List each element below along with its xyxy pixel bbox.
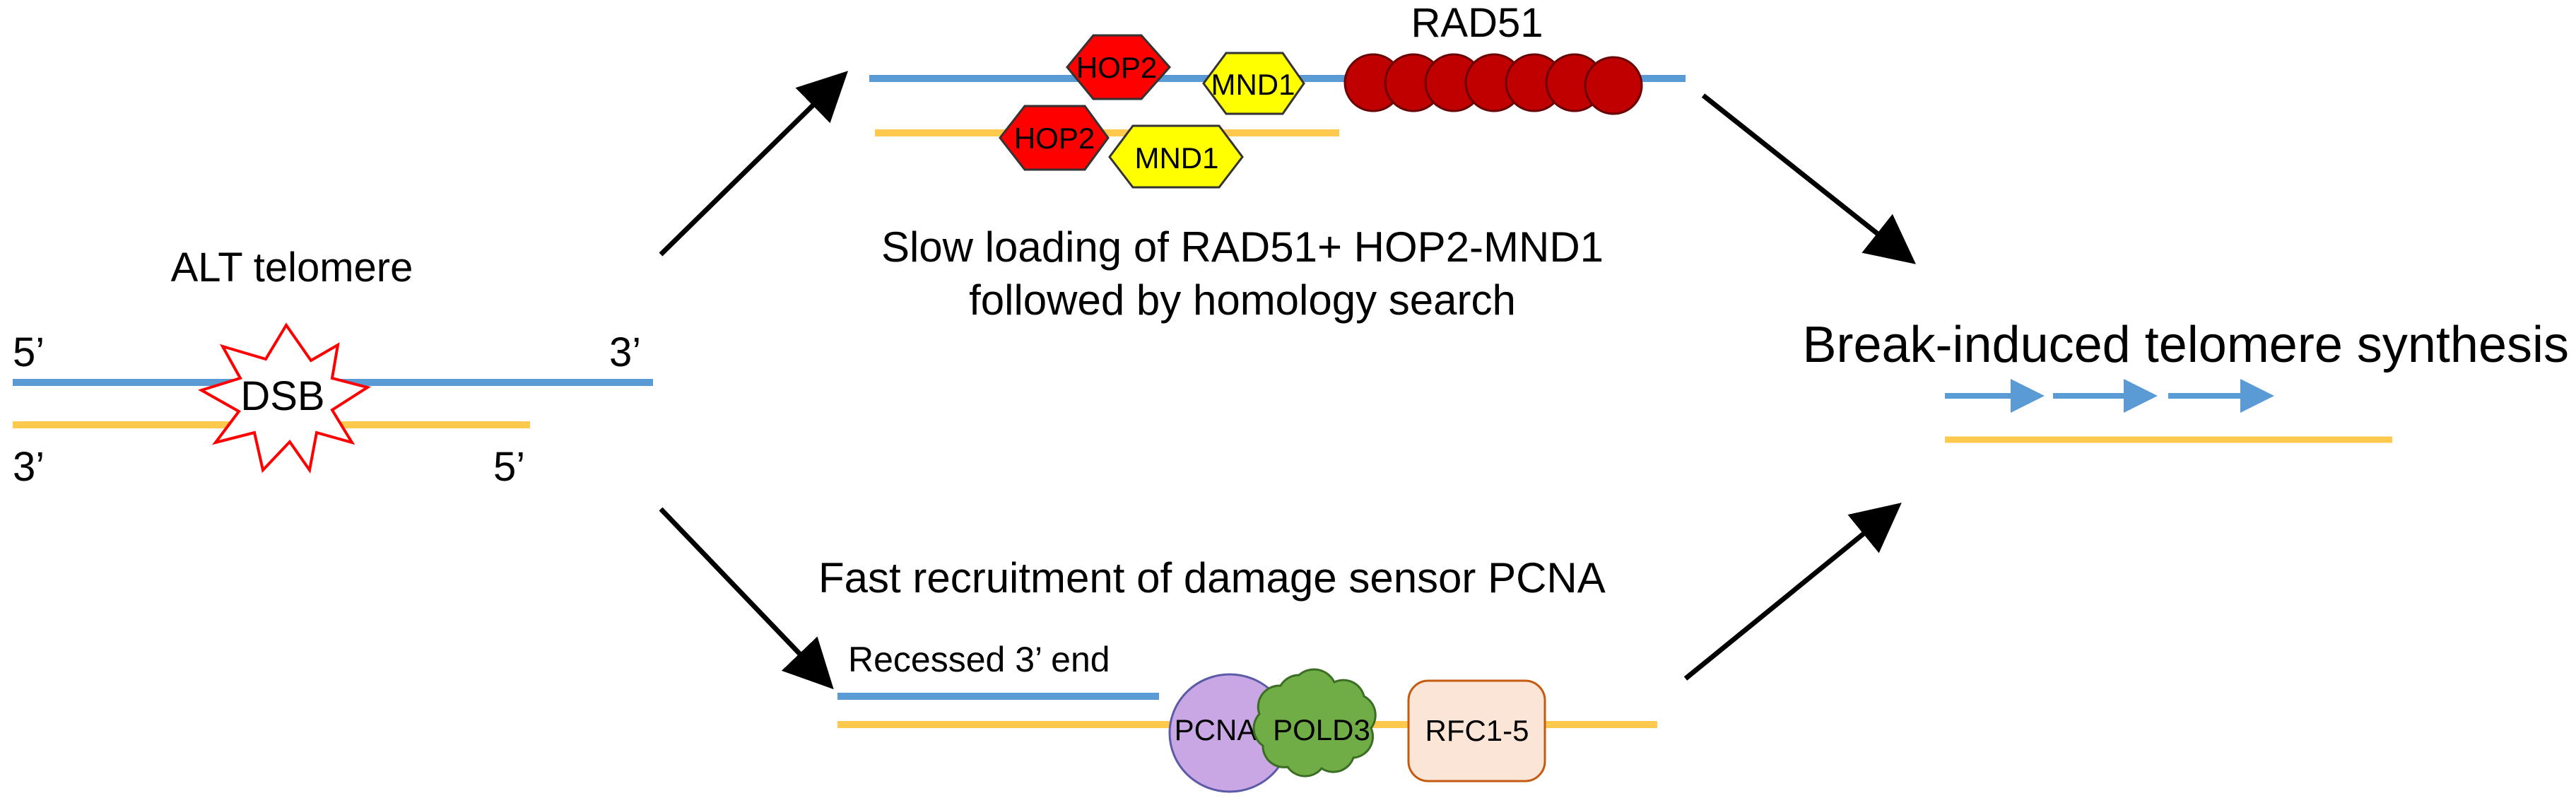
recessed-end-label: Recessed 3’ end — [848, 640, 1110, 679]
rad51-label: RAD51 — [1411, 0, 1543, 46]
label-5-bottom: 5’ — [493, 444, 525, 490]
top-path-caption-line2: followed by homology search — [969, 276, 1516, 324]
dsb-starburst — [197, 322, 371, 474]
label-3-bottom: 3’ — [13, 444, 45, 490]
rfc-label: RFC1-5 — [1425, 714, 1529, 747]
arrow-to-top-path — [659, 71, 848, 257]
hop2-top-label: HOP2 — [1076, 51, 1157, 84]
label-3-top: 3’ — [609, 329, 641, 375]
alt-telomere-title: ALT telomere — [171, 245, 413, 291]
top-path-group: RAD51 HOP2 MND1 HOP2 MND1 Slow loading o… — [869, 0, 1686, 324]
label-5-top: 5’ — [13, 329, 45, 375]
rfc-box — [1407, 679, 1546, 783]
pathway-arrows — [659, 71, 1916, 690]
hop2-bottom-shape — [999, 105, 1110, 171]
pcna-label: PCNA — [1175, 713, 1257, 746]
result-group: Break-induced telomere synthesis — [1802, 317, 2569, 443]
arrow-to-bottom-path — [659, 507, 834, 690]
rad51-monomer — [1584, 56, 1643, 115]
mnd1-bottom-label: MND1 — [1134, 141, 1218, 175]
result-title: Break-induced telomere synthesis — [1802, 317, 2569, 373]
top-path-caption-line1: Slow loading of RAD51+ HOP2-MND1 — [881, 223, 1604, 271]
rad51-filament — [1343, 53, 1643, 115]
hop2-bottom-label: HOP2 — [1014, 122, 1095, 155]
arrow-top-to-result — [1701, 93, 1916, 264]
bottom-path-caption: Fast recruitment of damage sensor PCNA — [818, 554, 1606, 602]
pold3-shape — [1252, 668, 1377, 778]
mnd1-top-label: MND1 — [1211, 68, 1295, 101]
mnd1-top-shape — [1202, 52, 1305, 115]
arrow-bottom-to-result — [1683, 503, 1902, 681]
mnd1-bottom-shape — [1108, 124, 1244, 189]
pold3-label: POLD3 — [1273, 713, 1370, 746]
dsb-label: DSB — [240, 373, 324, 419]
hop2-top-shape — [1066, 34, 1172, 100]
bottom-path-group: Fast recruitment of damage sensor PCNA R… — [818, 554, 1657, 793]
alt-telomere-group: ALT telomere DSB 5’ 3’ 3’ 5’ — [13, 245, 653, 490]
